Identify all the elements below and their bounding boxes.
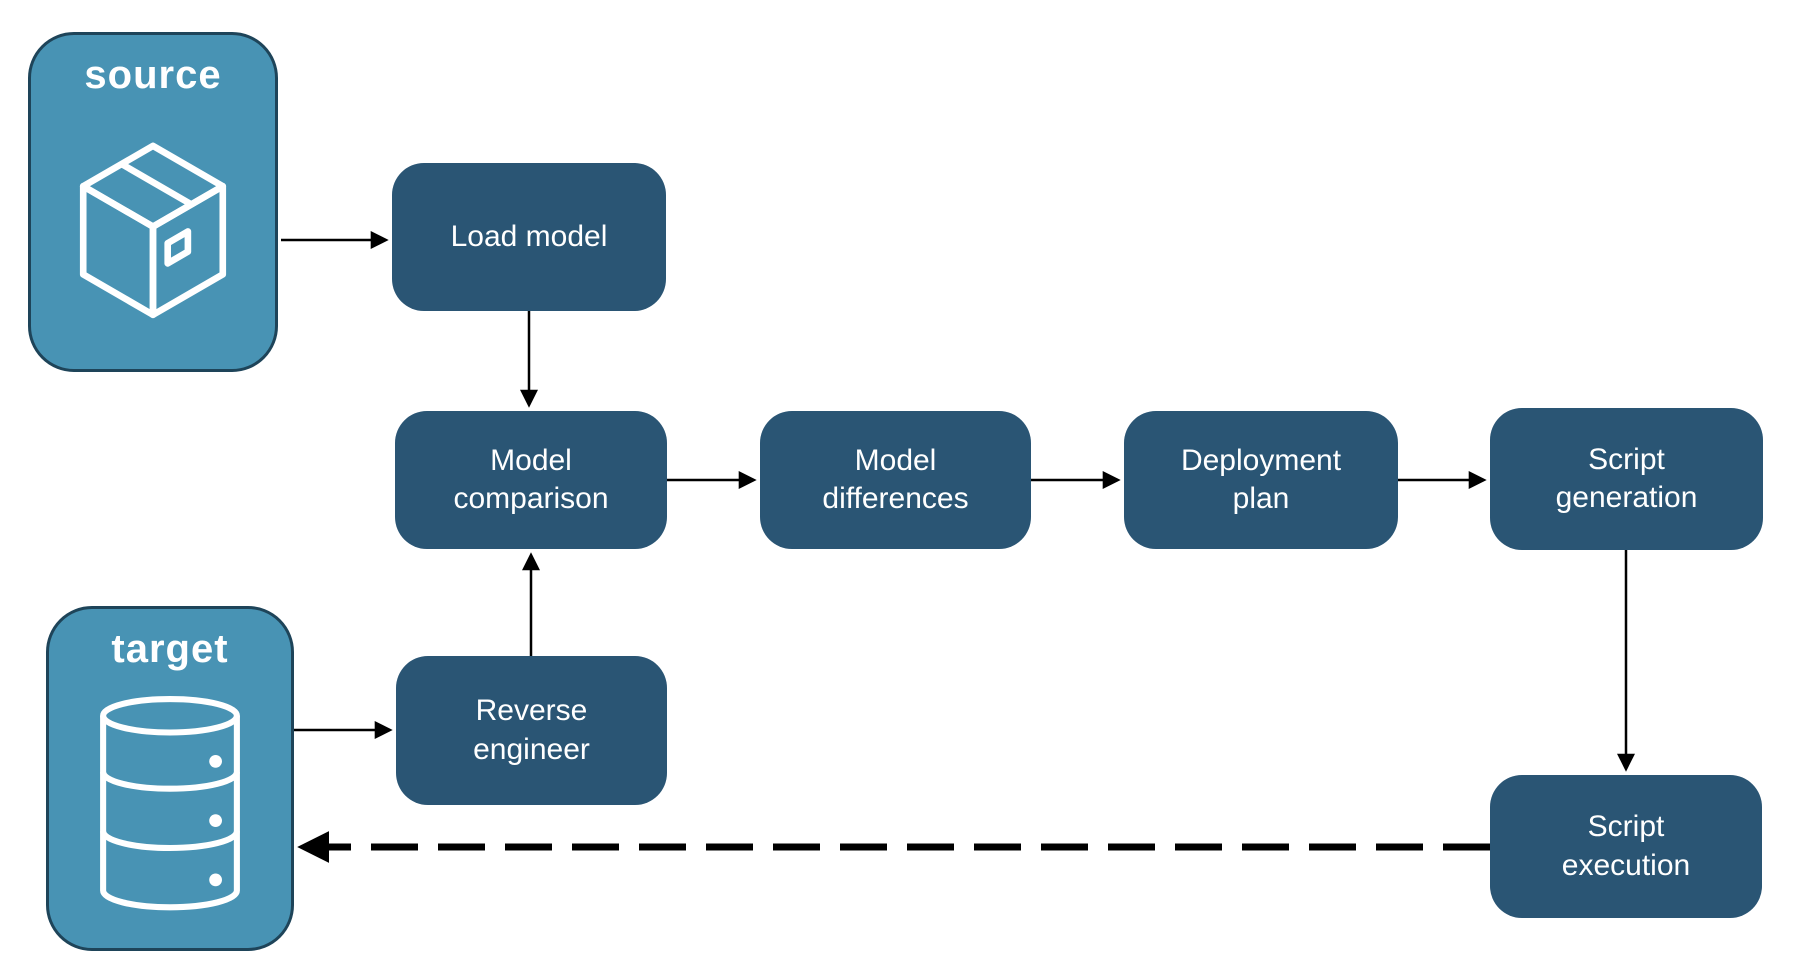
database-icon [100, 696, 240, 911]
node-model-comparison: Model comparison [395, 411, 667, 549]
script-execution-label: Script execution [1561, 810, 1691, 882]
node-deployment-plan: Deployment plan [1124, 411, 1398, 549]
model-comparison-label: Model comparison [453, 443, 609, 515]
script-generation-label: Script generation [1555, 442, 1698, 514]
target-label: target [111, 627, 229, 671]
model-differences-label: Model differences [822, 443, 969, 515]
node-script-execution: Script execution [1490, 775, 1762, 918]
node-model-differences: Model differences [760, 411, 1031, 549]
node-load-model: Load model [392, 163, 666, 311]
source-label: source [84, 53, 222, 97]
deployment-plan-label: Deployment plan [1180, 443, 1342, 515]
load-model-label: Load model [450, 219, 608, 253]
node-source: source [28, 32, 278, 372]
target-icon-area [49, 672, 291, 948]
source-icon-area [31, 98, 275, 369]
node-reverse-engineer: Reverse engineer [396, 656, 667, 805]
reverse-engineer-label: Reverse engineer [473, 694, 590, 766]
node-target: target [46, 606, 294, 951]
package-icon [79, 142, 227, 318]
node-script-generation: Script generation [1490, 408, 1763, 550]
